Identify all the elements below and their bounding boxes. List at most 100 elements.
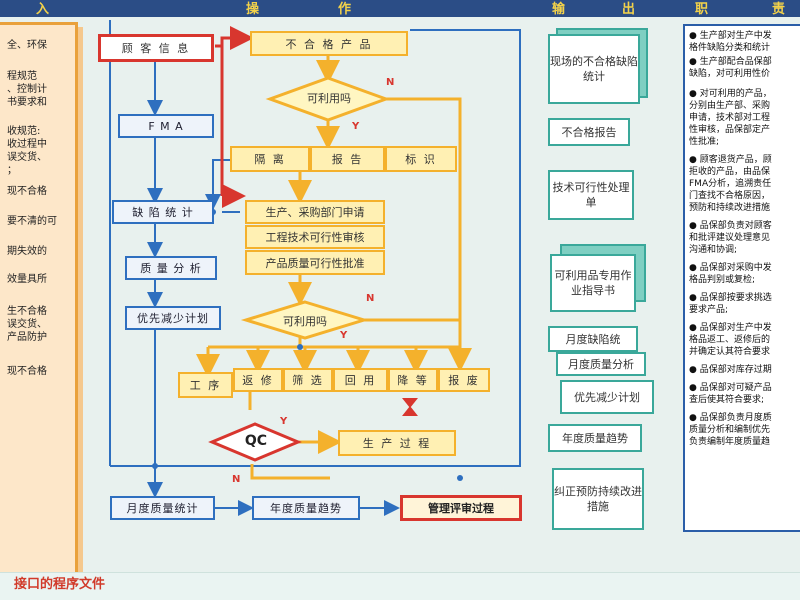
isolate-box: 隔 离 [230, 146, 310, 172]
duty-text: ● 品保部负责对顾客 [689, 221, 772, 231]
duty-text: 并确定认其符合要求 [689, 347, 771, 357]
stop-marker-icon [402, 398, 418, 408]
duty-text: ● 顾客退货产品，顾 [689, 155, 772, 165]
output-monthly-analysis: 月度质量分析 [556, 352, 646, 376]
dept-apply-box: 生产、采购部门申请 [245, 200, 385, 224]
management-review-box: 管理评审过程 [400, 495, 522, 521]
duty-text: 查后使其符合要求; [689, 395, 765, 405]
input-text: 书要求和 [7, 97, 47, 108]
duty-text: 负责编制年度质量趋 [689, 437, 771, 447]
yes-label-1: Y [352, 121, 360, 132]
duty-text: ● 品保部负责月度质 [689, 413, 772, 423]
duty-text: 性批准; [689, 137, 720, 147]
input-text: 、控制计 [7, 84, 47, 95]
duty-text: ● 对可利用的产品， [689, 89, 772, 99]
screen-box: 筛 选 [283, 368, 333, 392]
qc-label: QC [244, 433, 268, 449]
duty-text: ● 品保部对库存过期 [689, 365, 772, 375]
reduce-plan-box: 优先减少计划 [125, 306, 221, 330]
usable-question-1: 可利用吗 [307, 92, 351, 105]
input-text: 全、环保 [7, 40, 47, 51]
duty-text: 缺陷，对可利用性价 [689, 69, 771, 79]
duty-text: 拒收的产品，由品保 [689, 167, 771, 177]
duty-text: 沟通和协调; [689, 245, 738, 255]
output-feasibility-sheet: 技术可行性处理单 [548, 170, 634, 220]
duty-text: FMA分析，追溯责任 [689, 179, 772, 189]
header-col-duty-1: 职 [695, 2, 709, 17]
duty-text: 格品判别或复检; [689, 275, 756, 285]
output-nonconforming-report: 不合格报告 [548, 118, 630, 146]
duty-text: 性审核，品保部定产 [689, 125, 771, 135]
output-annual-trend: 年度质量趋势 [548, 424, 642, 452]
reuse-box: 回 用 [333, 368, 388, 392]
scrap-box: 报 废 [438, 368, 490, 392]
duty-text: 质量分析和编制优先 [689, 425, 771, 435]
duty-text: 分别由生产部、采购 [689, 101, 771, 111]
input-text: 产品防护 [7, 332, 47, 343]
duty-text: 格件缺陷分类和统计 [689, 43, 771, 53]
no-label-1: N [386, 77, 395, 88]
decision-diamond-2 [240, 300, 370, 340]
header-col-input: 入 [36, 2, 50, 17]
duty-text: 门查找不合格原因， [689, 191, 771, 201]
duty-text: 预防和持续改进措施 [689, 203, 771, 213]
quality-analysis-box: 质 量 分 析 [125, 256, 217, 280]
yes-label-3: Y [280, 416, 288, 427]
annual-trend-box: 年度质量趋势 [252, 496, 360, 520]
process-box: 工 序 [178, 372, 233, 398]
header-col-output-2: 出 [622, 2, 636, 17]
tech-review-box: 工程技术可行性审核 [245, 225, 385, 249]
header-bar: 入 操 作 输 出 职 责 [0, 0, 800, 17]
duty-text: ● 品保部按要求挑选 [689, 293, 772, 303]
mark-box: 标 识 [385, 146, 457, 172]
customer-info-box: 顾 客 信 息 [98, 34, 214, 62]
output-work-instruction: 可利用品专用作业指导书 [550, 254, 636, 312]
no-label-2: N [366, 293, 375, 304]
input-text: 程规范 [7, 71, 37, 82]
input-panel: 全、环保 程规范 、控制计 书要求和 收规范: 收过程中 误交货、 ； 现不合格… [0, 22, 78, 577]
input-text: 期失效的 [7, 246, 47, 257]
qc-diamond [208, 422, 302, 462]
input-text: 生不合格 [7, 306, 47, 317]
decision-diamond-1 [265, 76, 391, 122]
input-text: 误交货、 [7, 152, 47, 163]
header-col-duty-2: 责 [772, 2, 786, 17]
input-text: 现不合格 [7, 186, 47, 197]
input-text: 误交货、 [7, 319, 47, 330]
input-text: 要不清的可 [7, 216, 57, 227]
duty-text: ● 品保部对可疑产品 [689, 383, 772, 393]
nonconforming-product-box: 不 合 格 产 品 [250, 31, 408, 56]
responsibility-panel: ● 生产部对生产中发 格件缺陷分类和统计 ● 生产部配合品保部 缺陷，对可利用性… [683, 24, 800, 532]
header-col-operation-2: 作 [338, 2, 352, 17]
input-text: 收过程中 [7, 139, 47, 150]
duty-text: ● 品保部对生产中发 [689, 323, 772, 333]
header-col-operation-1: 操 [246, 2, 260, 17]
duty-text: 格品返工、返修后的 [689, 335, 771, 345]
duty-text: ● 品保部对采购中发 [689, 263, 772, 273]
output-reduce-plan: 优先减少计划 [560, 380, 654, 414]
duty-text: 申请，技术部对工程 [689, 113, 771, 123]
duty-text: 和批评建议处理意见 [689, 233, 771, 243]
no-label-3: N [232, 474, 241, 485]
usable-question-2: 可利用吗 [283, 315, 327, 328]
output-defect-stats: 现场的不合格缺陷统计 [548, 34, 640, 104]
input-text: 现不合格 [7, 366, 47, 377]
interface-docs-label: 接口的程序文件 [14, 577, 106, 592]
duty-text: ● 生产部对生产中发 [689, 31, 772, 41]
header-col-output-1: 输 [552, 2, 566, 17]
input-text: 收规范: [7, 126, 41, 137]
monthly-stats-box: 月度质量统计 [110, 496, 215, 520]
defect-stats-box: 缺 陷 统 计 [112, 200, 214, 224]
input-text: ； [7, 165, 17, 176]
yes-label-2: Y [340, 330, 348, 341]
quality-approval-box: 产品质量可行性批准 [245, 250, 385, 275]
output-improvement-measures: 纠正预防持续改进措施 [552, 468, 644, 530]
rework-box: 返 修 [233, 368, 283, 392]
production-process-box: 生 产 过 程 [338, 430, 456, 456]
duty-text: 要求产品; [689, 305, 729, 315]
interface-docs-bar: 接口的程序文件 [0, 572, 800, 600]
report-box: 报 告 [310, 146, 385, 172]
output-monthly-defect: 月度缺陷统 [548, 326, 638, 352]
fma-box: F M A [118, 114, 214, 138]
